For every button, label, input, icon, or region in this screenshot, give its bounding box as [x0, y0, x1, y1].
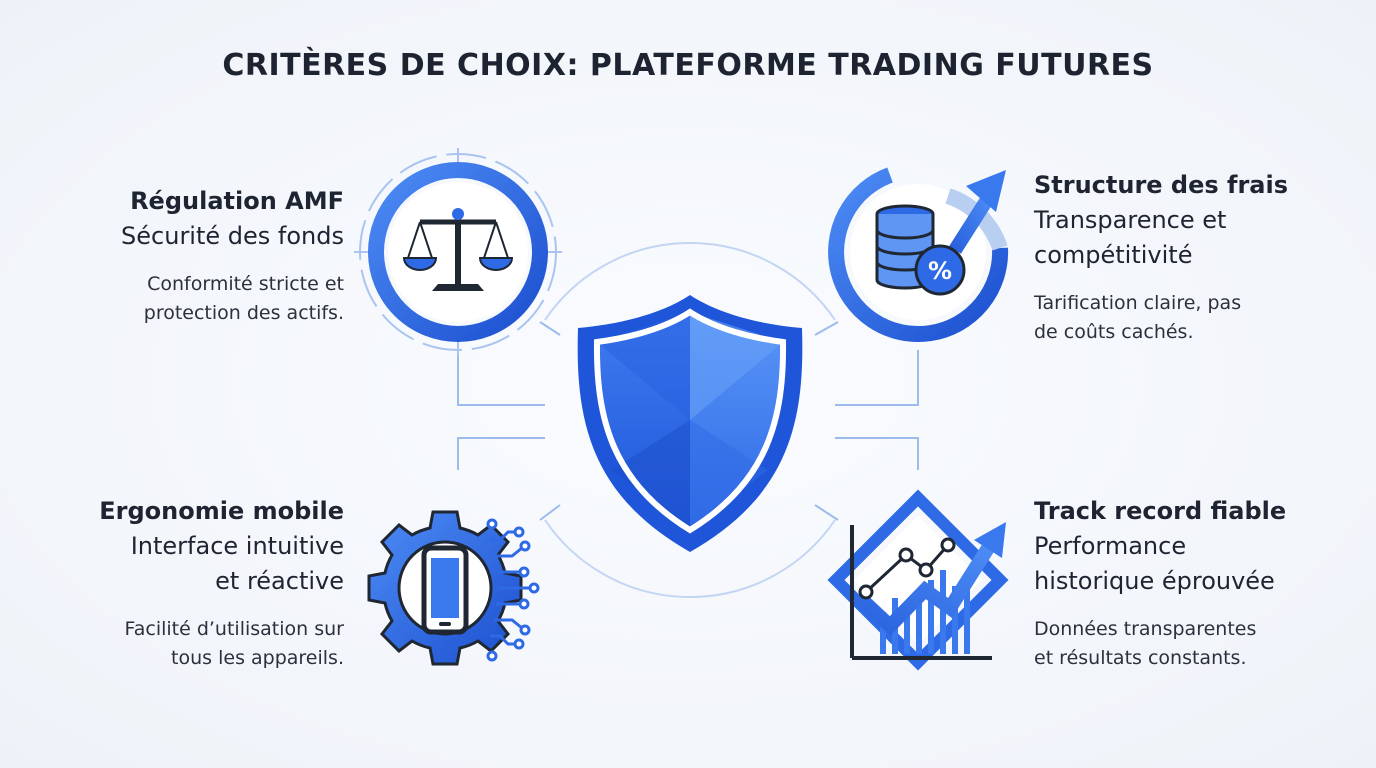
- svg-text:%: %: [928, 257, 952, 285]
- criterion-description: Tarification claire, pas de coûts cachés…: [1034, 292, 1242, 343]
- criterion-mobile: Ergonomie mobile Interface intuitive et …: [24, 494, 344, 673]
- criterion-description: Facilité d’utilisation sur tous les appa…: [124, 618, 344, 669]
- criterion-subheading: Performance historique éprouvée: [1034, 532, 1275, 595]
- criterion-subheading: Interface intuitive et réactive: [130, 532, 344, 595]
- criterion-track-record: Track record fiable Performance historiq…: [1034, 494, 1364, 673]
- criterion-heading: Track record fiable: [1034, 497, 1287, 525]
- growth-chart-icon: [827, 489, 1009, 671]
- criterion-description: Données transparentes et résultats const…: [1034, 618, 1257, 669]
- shield-icon: [577, 295, 803, 552]
- criterion-subheading: Transparence et compétitivité: [1034, 206, 1227, 269]
- coins-percent-icon: %: [828, 167, 1009, 342]
- page-title: CRITÈRES DE CHOIX: PLATEFORME TRADING FU…: [222, 48, 1154, 83]
- criterion-description: Conformité stricte et protection des act…: [143, 273, 344, 324]
- criterion-subheading: Sécurité des fonds: [121, 222, 344, 250]
- criterion-heading: Structure des frais: [1034, 171, 1289, 199]
- criterion-regulation: Régulation AMF Sécurité des fonds Confor…: [24, 184, 344, 328]
- criterion-fees: Structure des frais Transparence et comp…: [1034, 168, 1364, 347]
- mobile-gear-icon: [367, 510, 540, 666]
- scales-icon: [354, 148, 562, 356]
- criterion-heading: Ergonomie mobile: [99, 497, 344, 525]
- connector-lines: [457, 241, 919, 599]
- criterion-heading: Régulation AMF: [130, 187, 344, 215]
